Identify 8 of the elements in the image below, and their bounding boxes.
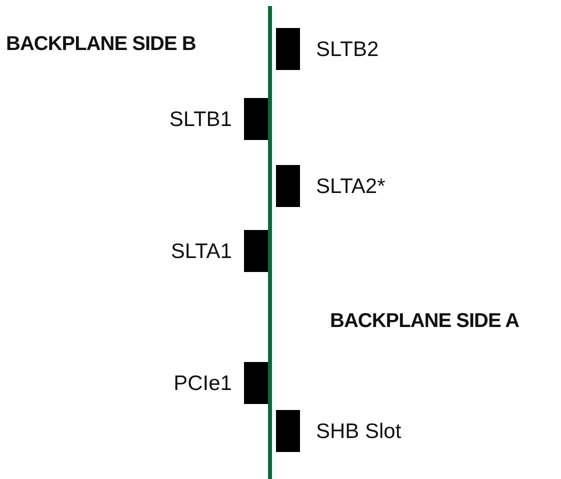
- slot-label: SLTA2*: [316, 176, 386, 196]
- slot-label: SHB Slot: [316, 420, 402, 442]
- slot-label: SLTA1: [170, 240, 232, 262]
- slot-label: SLTB2: [316, 38, 379, 60]
- slot-label: SLTB1: [169, 108, 232, 130]
- side-heading: BACKPLANE SIDE A: [330, 311, 520, 331]
- side-heading: BACKPLANE SIDE B: [6, 34, 196, 54]
- slot-label: PCIe1: [174, 372, 232, 394]
